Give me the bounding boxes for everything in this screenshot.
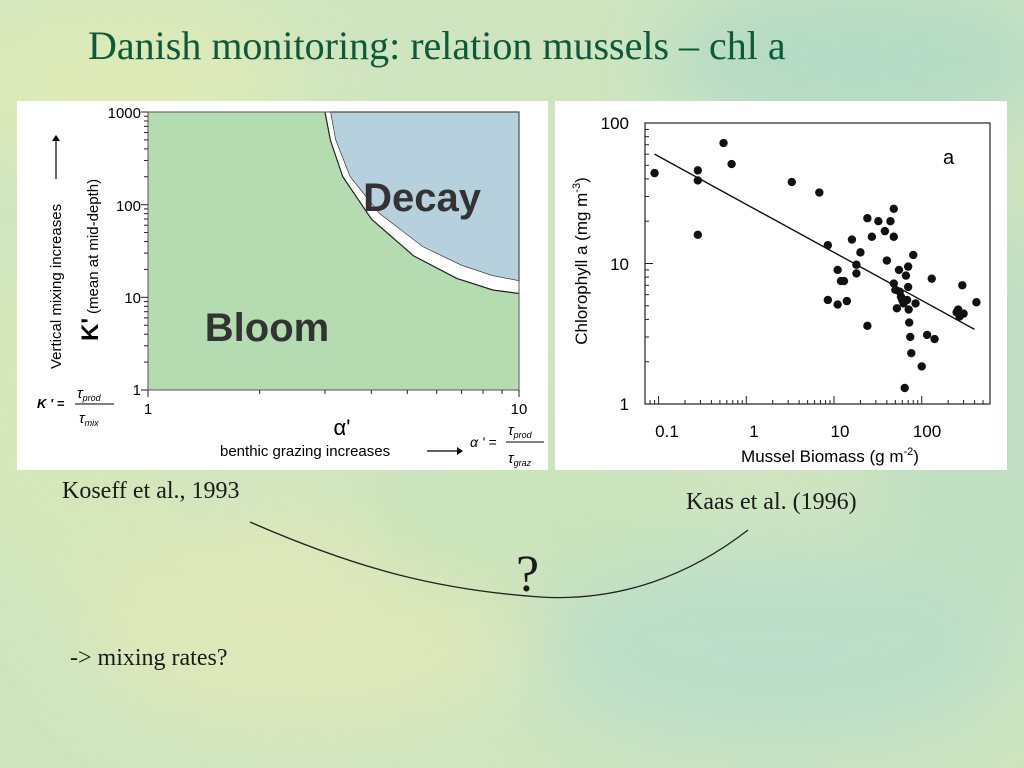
- y-tick-label: 1000: [108, 105, 141, 122]
- data-point: [847, 235, 857, 244]
- data-point: [719, 138, 728, 148]
- data-point: [886, 217, 895, 226]
- data-point: [856, 248, 865, 257]
- data-point: [900, 383, 909, 393]
- y-axis-sublabel: Vertical mixing increases: [48, 204, 65, 369]
- caption-koseff: Koseff et al., 1993: [62, 478, 240, 504]
- data-point: [823, 295, 833, 305]
- data-point: [693, 166, 703, 175]
- formula-k-num: τprod: [77, 385, 102, 403]
- data-point: [903, 262, 913, 271]
- x-axis-label: α': [334, 415, 351, 440]
- regression-line: [654, 153, 975, 330]
- formula-k-lhs: K ' =: [37, 396, 65, 411]
- y-axis-symbol: K': [77, 318, 104, 341]
- y-tick-label: 10: [610, 255, 629, 274]
- slide-title: Danish monitoring: relation mussels – ch…: [88, 23, 786, 68]
- data-point: [922, 330, 932, 340]
- bloom-decay-diagram: 1000 100 10 1 1 10 Decay Bloom α' benthi…: [17, 101, 548, 470]
- scatter-chart: 100 10 1 0.1 1 10 100 a Mussel Biomass (…: [571, 114, 991, 466]
- bloom-decay-chart: 1000 100 10 1 1 10 Decay Bloom α' benthi…: [37, 105, 544, 468]
- plot-frame: [147, 111, 520, 391]
- y-axis-paren: (mean at mid-depth): [85, 179, 102, 314]
- data-point: [889, 232, 898, 241]
- data-point: [852, 260, 861, 269]
- data-point: [823, 240, 833, 250]
- panel-label: a: [943, 147, 955, 169]
- y-tick-label: 1: [133, 382, 141, 399]
- data-point: [930, 334, 939, 344]
- x-axis-sublabel: benthic grazing increases: [220, 443, 390, 460]
- data-point: [904, 305, 913, 314]
- data-point: [815, 188, 824, 197]
- x-arrow-head: [457, 447, 463, 455]
- data-point: [880, 226, 890, 236]
- formula-k-den: τmix: [79, 410, 99, 428]
- mussel-chlorophyll-scatter: 100 10 1 0.1 1 10 100 a Mussel Biomass (…: [555, 101, 1007, 470]
- data-point: [927, 274, 936, 283]
- data-point: [889, 204, 898, 214]
- data-point: [874, 217, 883, 226]
- data-point: [833, 300, 842, 309]
- region-label-bloom: Bloom: [205, 306, 329, 350]
- y-arrow-head: [52, 135, 60, 141]
- region-label-decay: Decay: [363, 176, 482, 220]
- data-point: [959, 309, 968, 318]
- data-point: [650, 168, 659, 178]
- x-tick-label: 10: [511, 401, 528, 418]
- x-tick-label: 1: [749, 422, 758, 441]
- data-point: [911, 299, 920, 308]
- data-point: [907, 348, 916, 358]
- data-point: [863, 214, 872, 223]
- y-axis-label: Chlorophyll a (mg m-3): [571, 177, 591, 345]
- data-point: [833, 265, 842, 275]
- x-tick-label: 100: [913, 422, 941, 441]
- formula-alpha-lhs: α ' =: [470, 434, 497, 450]
- data-point: [901, 271, 911, 280]
- transition-band: [325, 112, 519, 294]
- formula-k: K ' = τprod τmix: [37, 385, 114, 428]
- data-point: [727, 159, 736, 169]
- data-point: [863, 321, 872, 331]
- note-mixing-rates: -> mixing rates?: [70, 645, 228, 671]
- data-point: [917, 362, 926, 371]
- y-tick-label: 10: [124, 290, 141, 307]
- data-point: [867, 232, 877, 241]
- y-tick-label: 100: [116, 198, 141, 215]
- data-point: [905, 318, 914, 327]
- x-tick-label: 0.1: [655, 422, 679, 441]
- data-point: [882, 256, 892, 265]
- y-tick-label: 100: [601, 114, 629, 133]
- formula-alpha: α ' = τprod τgraz: [470, 422, 544, 468]
- data-point: [787, 177, 796, 187]
- data-point: [909, 250, 918, 260]
- data-point: [852, 269, 861, 278]
- x-tick-label: 10: [831, 422, 850, 441]
- plot-frame: [644, 122, 991, 405]
- data-point: [839, 276, 849, 286]
- x-tick-label: 1: [144, 401, 152, 418]
- data-point: [892, 304, 902, 313]
- data-point: [958, 281, 967, 290]
- y-axis-label: K' (mean at mid-depth): [77, 179, 104, 341]
- data-point: [842, 296, 852, 306]
- y-tick-label: 1: [620, 395, 629, 414]
- data-point: [693, 176, 703, 185]
- formula-alpha-den: τgraz: [508, 450, 532, 468]
- data-point: [906, 332, 915, 342]
- data-point: [903, 282, 913, 292]
- data-point: [693, 230, 703, 240]
- data-point: [894, 265, 904, 275]
- x-axis-label: Mussel Biomass (g m-2): [741, 446, 919, 466]
- caption-kaas: Kaas et al. (1996): [686, 489, 857, 515]
- data-point: [972, 298, 981, 307]
- question-mark: ?: [516, 546, 540, 603]
- formula-alpha-num: τprod: [508, 422, 533, 440]
- data-point: [902, 295, 912, 305]
- bloom-boundary-line: [324, 111, 520, 295]
